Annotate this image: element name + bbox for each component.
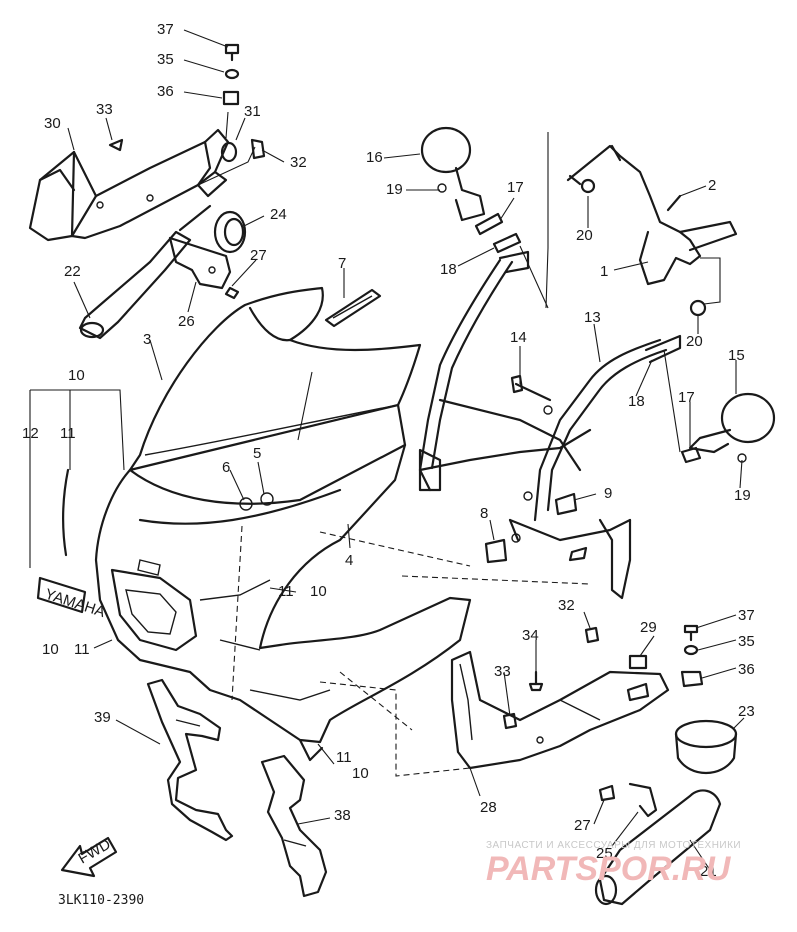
decal-text: YAMAHA	[43, 586, 107, 621]
part-24-grommet	[213, 210, 247, 254]
label-18b: 18	[628, 393, 645, 410]
part-16-mirror-left	[420, 126, 522, 254]
label-32b: 32	[558, 597, 575, 614]
part-21-air-duct	[594, 782, 722, 906]
label-19b: 19	[734, 487, 751, 504]
label-4: 4	[345, 552, 353, 569]
label-31: 31	[244, 103, 261, 120]
label-19a: 19	[386, 181, 403, 198]
label-35a: 35	[157, 51, 174, 68]
fastener-stack-right	[502, 624, 704, 730]
label-26: 26	[178, 313, 195, 330]
label-39: 39	[94, 709, 111, 726]
label-24: 24	[270, 206, 287, 223]
reference-lines	[195, 111, 721, 777]
part-1-bracket	[566, 144, 738, 317]
part-numbers: 37 35 36 31 32 33 30 24 27 22 26 7 3 10 …	[22, 21, 755, 880]
label-6: 6	[222, 459, 230, 476]
label-1: 1	[600, 263, 608, 280]
part-14-bolt	[510, 374, 552, 402]
fwd-label: FWD	[76, 836, 114, 868]
label-36a: 36	[157, 83, 174, 100]
label-27b: 27	[574, 817, 591, 834]
label-29: 29	[640, 619, 657, 636]
label-10a: 10	[68, 367, 85, 384]
part-38-inner-panel	[260, 754, 328, 898]
part-3-windscreen	[128, 286, 422, 472]
label-23: 23	[738, 703, 755, 720]
label-11a: 11	[60, 425, 76, 442]
part-23-cap	[674, 719, 738, 774]
label-18a: 18	[440, 261, 457, 278]
watermark-logo: PARTSPOR.RU	[486, 850, 732, 888]
label-28: 28	[480, 799, 497, 816]
label-11c: 11	[74, 641, 90, 658]
part-39-inner-panel	[146, 678, 234, 842]
label-12: 12	[22, 425, 39, 442]
part-28-under-cowl	[450, 650, 670, 770]
part-22-air-duct	[78, 204, 212, 340]
label-11b: 11	[278, 583, 294, 600]
label-36b: 36	[738, 661, 755, 678]
fwd-arrow-icon: FWD	[60, 836, 118, 878]
label-17b: 17	[678, 389, 695, 406]
label-38: 38	[334, 807, 351, 824]
label-33b: 33	[494, 663, 511, 680]
part-13-stay-frame	[418, 250, 682, 600]
part-15-mirror-right	[680, 392, 776, 464]
label-9: 9	[604, 485, 612, 502]
label-17a: 17	[507, 179, 524, 196]
label-8: 8	[480, 505, 488, 522]
part-26-bracket	[168, 236, 240, 300]
label-30: 30	[44, 115, 61, 132]
label-3: 3	[143, 331, 151, 348]
label-10d: 10	[352, 765, 369, 782]
part-8-9-dampers	[484, 492, 578, 564]
label-37a: 37	[157, 21, 174, 38]
label-10b: 10	[310, 583, 327, 600]
diagram-code: 3LK110-2390	[58, 893, 144, 908]
label-5: 5	[253, 445, 261, 462]
label-22: 22	[64, 263, 81, 280]
leader-lines	[29, 29, 745, 871]
upper-cowl	[94, 403, 472, 762]
label-25: 25	[596, 845, 613, 862]
label-37b: 37	[738, 607, 755, 624]
label-20b: 20	[686, 333, 703, 350]
part-bracket-arm	[70, 128, 230, 240]
watermark-tagline: ЗАПЧАСТИ И АКСЕССУАРЫ ДЛЯ МОТОТЕХНИКИ	[486, 840, 741, 851]
label-7: 7	[338, 255, 346, 272]
fastener-stack-top	[220, 43, 266, 163]
part-7-emblem	[324, 288, 382, 328]
part-30-side-cover	[28, 150, 98, 242]
label-13: 13	[584, 309, 601, 326]
label-35b: 35	[738, 633, 755, 650]
label-2: 2	[708, 177, 716, 194]
label-16: 16	[366, 149, 383, 166]
label-34: 34	[522, 627, 539, 644]
label-32a: 32	[290, 154, 307, 171]
label-27a: 27	[250, 247, 267, 264]
label-33a: 33	[96, 101, 113, 118]
label-10c: 10	[42, 641, 59, 658]
label-15: 15	[728, 347, 745, 364]
label-21: 21	[700, 863, 717, 880]
part-12-decal: YAMAHA	[36, 576, 107, 621]
label-20a: 20	[576, 227, 593, 244]
label-14: 14	[510, 329, 527, 346]
label-11d: 11	[336, 749, 352, 766]
part-11-stripe	[62, 468, 70, 557]
watermark: ЗАПЧАСТИ И АКСЕССУАРЫ ДЛЯ МОТОТЕХНИКИ PA…	[486, 840, 741, 888]
